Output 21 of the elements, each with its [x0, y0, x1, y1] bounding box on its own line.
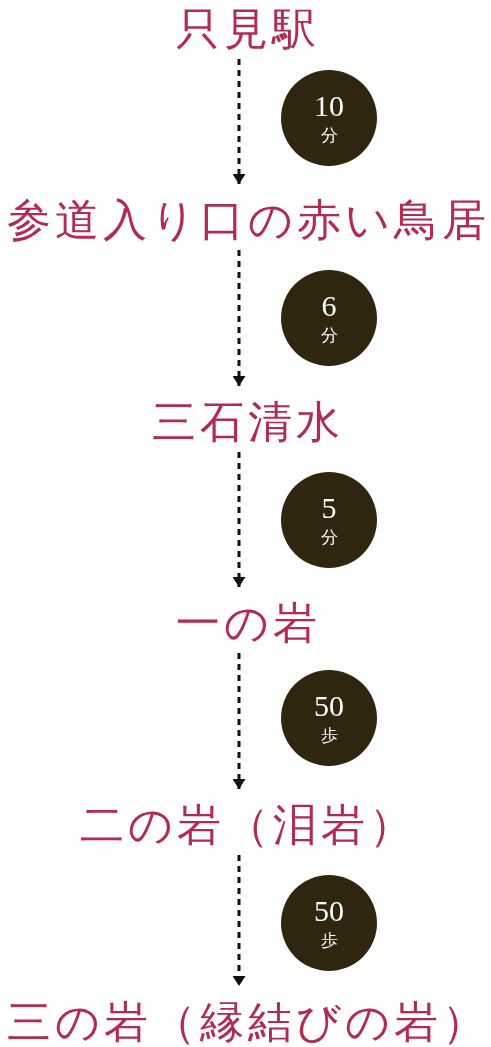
- stop-name: 参道入り口の赤い鳥居: [2, 196, 490, 244]
- duration-number: 5: [321, 493, 337, 523]
- dashed-arrow: [232, 855, 246, 986]
- stop-name: 二の岩（泪岩）: [75, 801, 417, 849]
- dashed-arrow: [232, 452, 246, 587]
- duration-number: 50: [314, 691, 344, 721]
- duration-number: 50: [314, 896, 344, 926]
- duration-number: 10: [314, 91, 344, 121]
- stop-name: 三の岩（縁結びの岩）: [2, 998, 490, 1046]
- stop-name: 一の岩: [171, 599, 321, 647]
- duration-unit: 歩: [320, 931, 338, 950]
- stop-name: 三石清水: [148, 398, 344, 446]
- duration-unit: 分: [320, 528, 338, 547]
- duration-unit: 歩: [320, 726, 338, 745]
- stop-name: 只見駅: [172, 5, 320, 53]
- duration-unit: 分: [320, 326, 338, 345]
- duration-unit: 分: [320, 126, 338, 145]
- dashed-arrow: [232, 653, 246, 789]
- duration-number: 6: [321, 291, 337, 321]
- dashed-arrow: [232, 250, 246, 386]
- dashed-arrow: [232, 59, 246, 184]
